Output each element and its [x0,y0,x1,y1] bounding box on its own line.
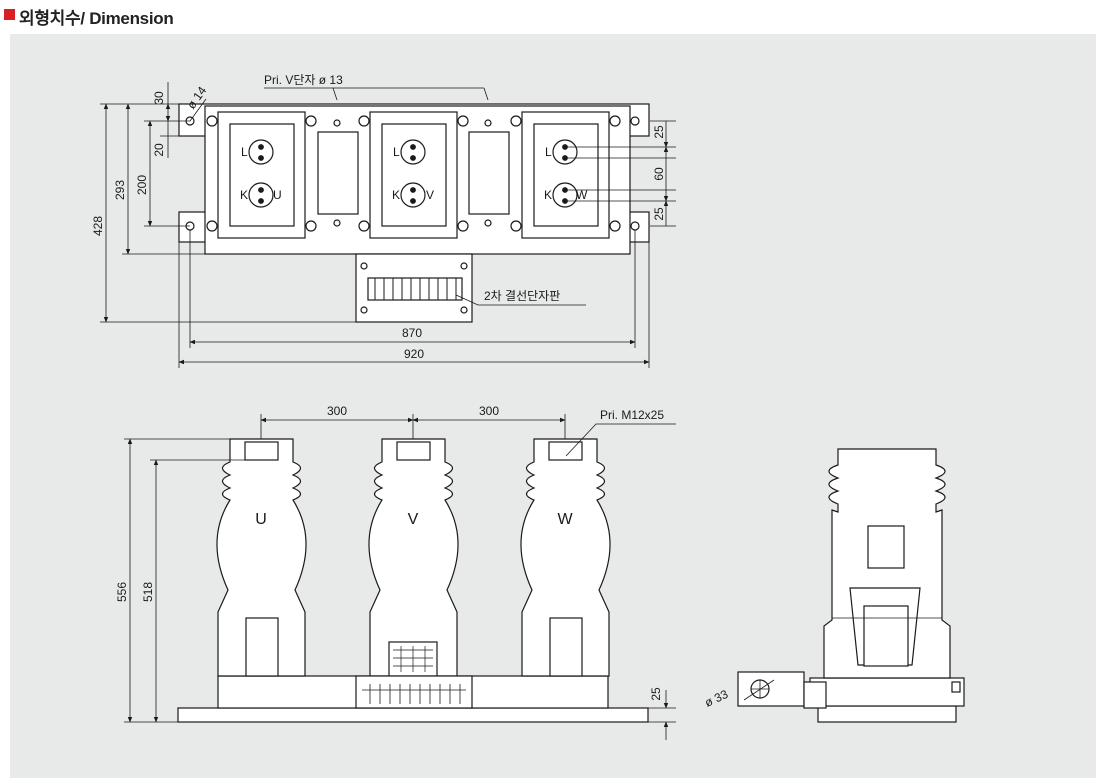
label-k-u: K [240,188,248,202]
label-l-v: L [393,145,400,159]
label-l-u: L [241,145,248,159]
top-unit-u [206,111,317,239]
dim-556: 556 [115,582,129,602]
label-k-v: K [392,188,400,202]
front-label-v: V [408,511,419,528]
label-k-w: K [544,188,552,202]
insulator-u [216,438,307,677]
dimension-drawing: 30 20 200 293 428 ø 14 Pri. V단자 ø 13 25 … [91,73,965,740]
label-v: V [426,188,434,202]
dim-25-bottom: 25 [652,207,666,221]
dim-870: 870 [402,326,422,340]
label-u: U [273,188,282,202]
front-label-w: W [557,511,573,528]
section-title: 외형치수/ Dimension [19,9,174,28]
dim-300-right: 300 [479,404,499,418]
label-l-w: L [545,145,552,159]
front-view-dimensions [124,414,676,740]
red-square-icon [4,9,15,20]
insulator-v [368,438,459,677]
dim-25-base: 25 [649,687,663,701]
dim-20: 20 [152,143,166,157]
side-view [737,448,965,723]
pri-m12-label: Pri. M12x25 [600,408,664,422]
terminal-board-label: 2차 결선단자판 [484,289,560,303]
front-view-text: 300 300 Pri. M12x25 556 518 25 U V W [115,404,664,701]
front-terminal-strip [355,675,473,709]
dim-200: 200 [135,175,149,195]
dim-25-top: 25 [652,125,666,139]
dim-60: 60 [652,167,666,181]
dim-518: 518 [141,582,155,602]
dim-300-left: 300 [327,404,347,418]
front-base-plate [177,707,649,723]
front-label-u: U [255,511,267,528]
dim-30: 30 [152,91,166,105]
dim-920: 920 [404,347,424,361]
dim-phi33: ø 33 [702,687,730,710]
label-w: W [576,188,588,202]
dim-428: 428 [91,216,105,236]
top-view [178,87,676,323]
section-header: 외형치수/ Dimension [0,0,1100,34]
top-view-dimensions [100,82,676,368]
pri-v-terminal-label: Pri. V단자 ø 13 [264,73,343,87]
top-unit-v [358,111,469,239]
terminal-board [355,253,473,323]
front-view [177,438,649,723]
top-unit-w [510,111,621,239]
dim-293: 293 [113,180,127,200]
insulator-w [520,438,611,677]
side-terminal-box [737,671,805,707]
